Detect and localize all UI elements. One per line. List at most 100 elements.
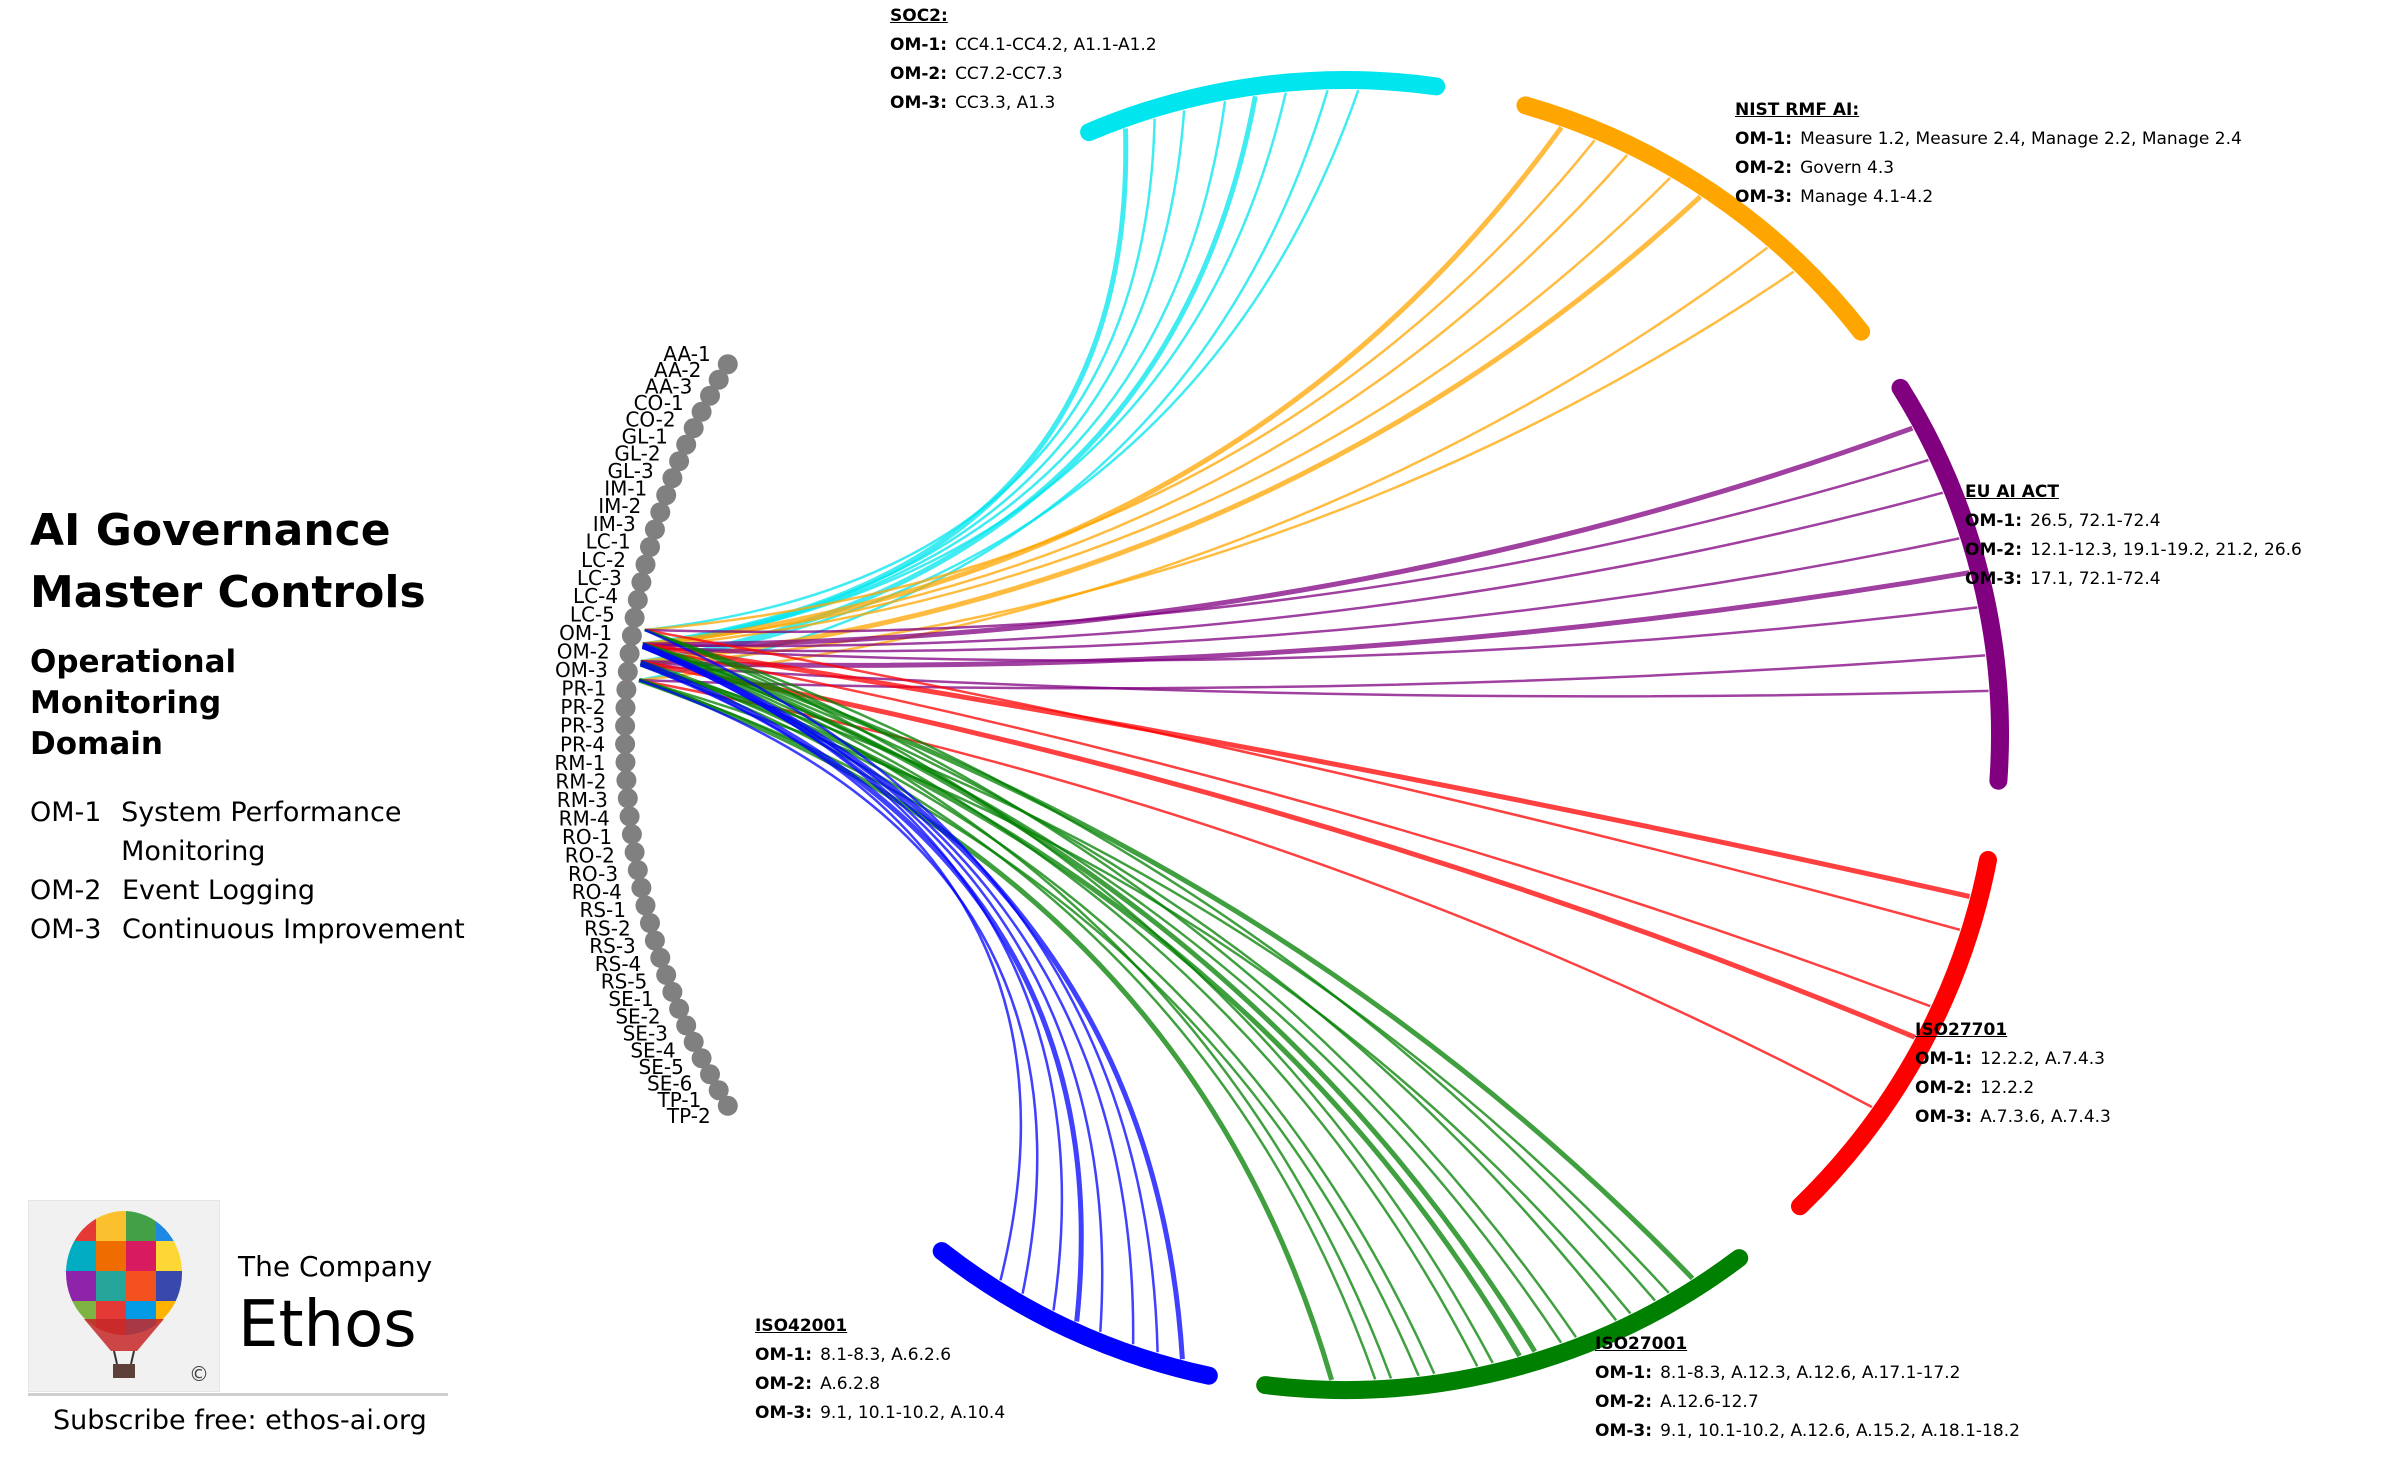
link-iso42001 bbox=[639, 664, 1023, 1281]
definition-row: OM-2 Event Logging bbox=[30, 871, 550, 910]
control-node-lc-1 bbox=[640, 537, 660, 557]
link-iso27001 bbox=[644, 628, 1578, 1338]
link-nist bbox=[642, 125, 1564, 648]
control-node-label: AA-2 bbox=[654, 358, 701, 382]
framework-title: NIST RMF AI: bbox=[1735, 100, 1860, 120]
control-node-pr-4 bbox=[615, 734, 636, 755]
company-logo: © The Company Ethos bbox=[28, 1200, 448, 1396]
control-node-label: RO-4 bbox=[572, 880, 622, 904]
control-node-rs-2 bbox=[640, 913, 660, 933]
company-name-small: The Company bbox=[238, 1250, 433, 1283]
framework-title: ISO27701 bbox=[1915, 1020, 2008, 1040]
title-line: Master Controls bbox=[30, 567, 426, 618]
control-node-co-2 bbox=[683, 418, 704, 439]
link-nist bbox=[640, 270, 1795, 667]
framework-title: SOC2: bbox=[890, 6, 948, 26]
mapping-row: OM-2:Govern 4.3 bbox=[1735, 154, 2242, 183]
mapping-value: A.12.6-12.7 bbox=[1660, 1392, 1759, 1412]
control-node-label: RO-2 bbox=[565, 844, 615, 868]
link-iso27001 bbox=[641, 646, 1393, 1379]
mapping-value: 26.5, 72.1-72.4 bbox=[2030, 511, 2161, 531]
control-node-label: SE-2 bbox=[615, 1004, 660, 1028]
control-node-pr-2 bbox=[615, 697, 636, 718]
link-nist bbox=[644, 139, 1596, 632]
control-node-label: RS-1 bbox=[579, 898, 626, 922]
mapping-value: 12.2.2, A.7.4.3 bbox=[1980, 1049, 2105, 1069]
mapping-label: OM-3: bbox=[1735, 187, 1793, 207]
mapping-row: OM-2:12.1-12.3, 19.1-19.2, 21.2, 26.6 bbox=[1965, 536, 2302, 565]
framework-arc-iso27001 bbox=[1256, 1249, 1749, 1399]
mapping-value: Manage 4.1-4.2 bbox=[1800, 187, 1934, 207]
title-line: AI Governance bbox=[30, 505, 391, 556]
link-euai bbox=[639, 654, 1986, 690]
control-node-gl-2 bbox=[669, 451, 690, 472]
mapping-label: OM-3: bbox=[1965, 569, 2023, 589]
mapping-row: OM-3:17.1, 72.1-72.4 bbox=[1965, 565, 2302, 594]
control-node-label: SE-6 bbox=[647, 1072, 692, 1096]
control-node-label: LC-1 bbox=[586, 530, 631, 554]
control-node-rs-3 bbox=[644, 930, 665, 951]
control-node-label: PR-1 bbox=[561, 677, 606, 701]
control-node-im-3 bbox=[644, 519, 665, 540]
control-node-label: IM-2 bbox=[598, 494, 641, 518]
link-iso27001 bbox=[642, 643, 1618, 1322]
control-node-lc-5 bbox=[624, 607, 645, 628]
mapping-row: OM-1: CC4.1-CC4.2, A1.1-A1.2 bbox=[890, 31, 1157, 60]
control-nodes: AA-1AA-2AA-3CO-1CO-2GL-1GL-2GL-3IM-1IM-2… bbox=[554, 342, 738, 1128]
framework-euai-mapping: EU AI ACT OM-1:26.5, 72.1-72.4 OM-2:12.1… bbox=[1965, 478, 2302, 594]
link-euai bbox=[640, 570, 1970, 668]
framework-arc-iso42001 bbox=[932, 1242, 1218, 1385]
control-node-label: RM-3 bbox=[557, 788, 608, 812]
mapping-label: OM-3: bbox=[1915, 1107, 1973, 1127]
control-node-aa-1 bbox=[717, 354, 738, 375]
mapping-row: OM-2:CC7.2-CC7.3 bbox=[890, 60, 1157, 89]
mapping-row: OM-2:12.2.2 bbox=[1915, 1074, 2111, 1103]
control-node-se-1 bbox=[662, 981, 683, 1002]
mapping-row: OM-2:A.12.6-12.7 bbox=[1595, 1388, 2020, 1417]
link-iso27701 bbox=[640, 659, 1916, 1040]
link-iso27701 bbox=[642, 646, 1931, 1008]
control-node-label: PR-3 bbox=[560, 714, 605, 738]
mapping-label: OM-1: bbox=[890, 35, 948, 55]
control-node-aa-3 bbox=[700, 385, 720, 406]
control-node-label: LC-5 bbox=[570, 603, 615, 627]
mapping-value: 9.1, 10.1-10.2, A.10.4 bbox=[820, 1403, 1006, 1423]
framework-title: EU AI ACT bbox=[1965, 482, 2059, 502]
link-iso42001 bbox=[639, 660, 1084, 1322]
control-node-gl-3 bbox=[662, 468, 683, 489]
definition-name: Continuous Improvement bbox=[122, 914, 465, 945]
page-title: AI Governance Master Controls bbox=[30, 500, 550, 624]
control-node-label: RS-5 bbox=[601, 970, 648, 994]
mapping-row: OM-1:8.1-8.3, A.12.3, A.12.6, A.17.1-17.… bbox=[1595, 1359, 2020, 1388]
control-node-label: AA-1 bbox=[663, 342, 710, 366]
framework-title: ISO27001 bbox=[1595, 1334, 1688, 1354]
definition-code: OM-2 bbox=[30, 875, 102, 906]
subtitle-line: Monitoring bbox=[30, 685, 222, 721]
definition-name: System Performance Monitoring bbox=[121, 797, 402, 867]
control-node-se-2 bbox=[669, 998, 690, 1019]
link-euai bbox=[642, 537, 1960, 653]
control-node-im-1 bbox=[656, 485, 677, 506]
control-node-label: GL-3 bbox=[607, 459, 653, 483]
control-node-label: IM-1 bbox=[604, 476, 647, 500]
link-euai bbox=[640, 664, 1989, 698]
control-node-label: LC-3 bbox=[577, 566, 622, 590]
control-node-se-3 bbox=[676, 1015, 697, 1036]
link-nist bbox=[640, 194, 1702, 665]
title-panel: AI Governance Master Controls Operationa… bbox=[30, 500, 550, 949]
control-node-im-2 bbox=[650, 502, 671, 523]
mapping-label: OM-2: bbox=[755, 1374, 813, 1394]
mapping-row: OM-3:A.7.3.6, A.7.4.3 bbox=[1915, 1103, 2111, 1132]
mapping-row: OM-1:12.2.2, A.7.4.3 bbox=[1915, 1045, 2111, 1074]
control-node-label: RO-3 bbox=[568, 862, 618, 886]
mapping-value: 12.2.2 bbox=[1980, 1078, 2035, 1098]
mapping-value: CC4.1-CC4.2, A1.1-A1.2 bbox=[955, 35, 1157, 55]
control-node-label: SE-3 bbox=[623, 1022, 668, 1046]
subtitle-line: Domain bbox=[30, 726, 163, 762]
control-node-label: IM-3 bbox=[593, 512, 636, 536]
mapping-row: OM-3:9.1, 10.1-10.2, A.12.6, A.15.2, A.1… bbox=[1595, 1417, 2020, 1446]
framework-arc-iso27701 bbox=[1791, 851, 1997, 1216]
subscribe-link[interactable]: Subscribe free: ethos-ai.org bbox=[53, 1405, 427, 1436]
mapping-label: OM-3: bbox=[890, 93, 948, 113]
control-node-tp-2 bbox=[717, 1095, 738, 1116]
